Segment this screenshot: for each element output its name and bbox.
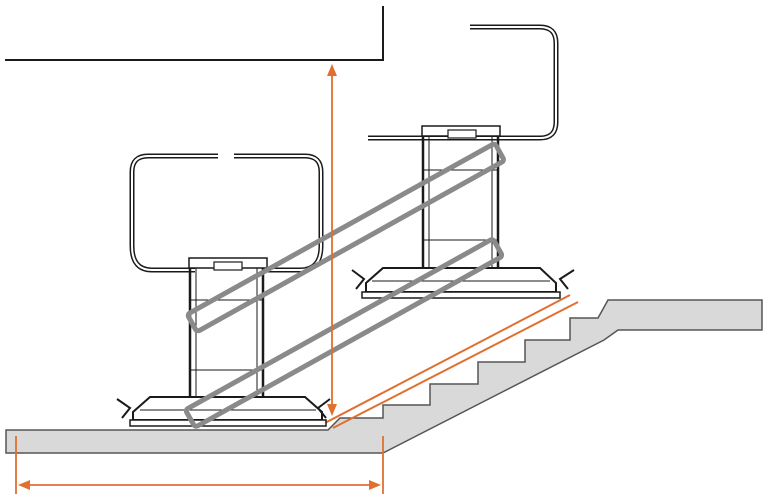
floor-and-stairs-slab	[5, 299, 763, 454]
upper-handrail	[368, 24, 559, 141]
inclined-track	[322, 294, 579, 429]
lower-handrail	[129, 153, 218, 273]
ceiling-outline	[5, 6, 384, 61]
upper-platform	[351, 24, 575, 299]
lower-platform	[116, 153, 331, 427]
inclined-guide-rails	[183, 141, 506, 429]
vertical-dimension	[327, 64, 337, 416]
horizontal-dimension	[15, 436, 384, 494]
